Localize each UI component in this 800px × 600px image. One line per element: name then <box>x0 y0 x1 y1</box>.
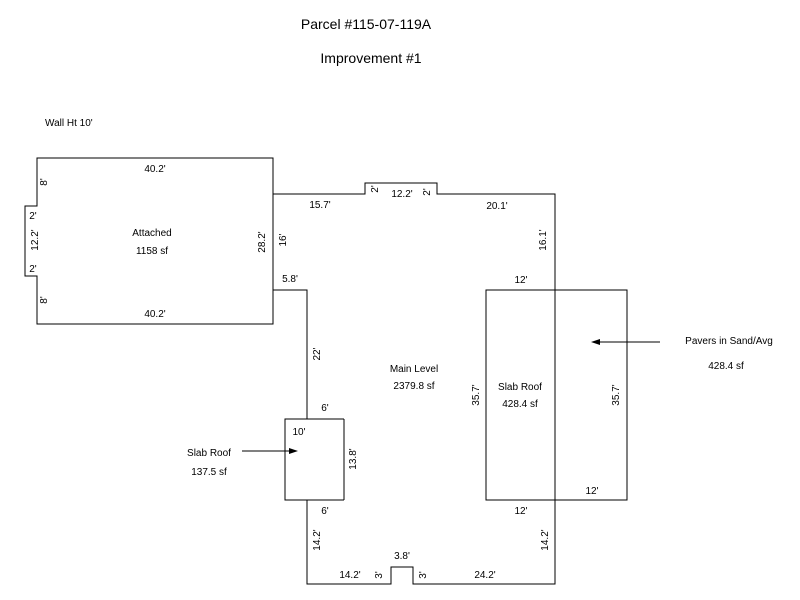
dim-large-slab-top: 12' <box>514 275 527 286</box>
page-subtitle: Improvement #1 <box>320 50 421 66</box>
dim-main-left-upper: 16' <box>278 233 289 246</box>
dim-small-slab-bottom: 6' <box>321 506 329 517</box>
dim-small-slab-side: 13.8' <box>348 448 359 469</box>
dim-main-right-upper: 16.1' <box>538 229 549 250</box>
pavers-pointer-arrow <box>591 339 660 345</box>
pavers-name: Pavers in Sand/Avg <box>685 336 773 347</box>
dim-main-bottom-notch-width: 3.8' <box>394 551 410 562</box>
dim-main-notch: 5.8' <box>282 274 298 285</box>
dim-main-left-mid: 22' <box>312 347 323 360</box>
main-level-name: Main Level <box>390 364 438 375</box>
large-slab-roof-outline <box>485 289 556 501</box>
attached-area: 1158 sf <box>136 246 168 257</box>
dim-main-bottom-notch-left: 3' <box>374 571 385 579</box>
small-slab-roof-name: Slab Roof <box>187 448 231 459</box>
dim-main-top-right: 20.1' <box>486 201 507 212</box>
small-slab-pointer-arrow <box>242 448 298 454</box>
dim-small-slab-inner: 10' <box>292 427 305 438</box>
dim-small-slab-top: 6' <box>321 403 329 414</box>
dim-main-left-lower: 14.2' <box>312 529 323 550</box>
pavers-area: 428.4 sf <box>708 361 744 372</box>
dim-main-bump-right: 2' <box>422 188 433 196</box>
dim-main-bump-left: 2' <box>370 185 381 193</box>
large-slab-roof-name: Slab Roof <box>498 382 542 393</box>
dim-large-slab-bottom: 12' <box>514 506 527 517</box>
main-level-area: 2379.8 sf <box>393 381 434 392</box>
dim-large-slab-left: 35.7' <box>471 384 482 405</box>
large-slab-roof-area: 428.4 sf <box>502 399 538 410</box>
dim-main-top-left: 15.7' <box>309 200 330 211</box>
dim-main-bottom-notch-right: 3' <box>418 571 429 579</box>
dim-attached-left-mid: 12.2' <box>30 229 41 250</box>
dim-main-right-lower: 14.2' <box>540 529 551 550</box>
page-title: Parcel #115-07-119A <box>301 16 432 32</box>
dim-attached-top: 40.2' <box>144 164 165 175</box>
small-slab-roof-area: 137.5 sf <box>191 467 227 478</box>
dim-main-bottom-left: 14.2' <box>339 570 360 581</box>
wall-height-label: Wall Ht 10' <box>45 118 93 129</box>
dim-attached-left-bottom: 8' <box>39 296 50 304</box>
pavers-outline <box>555 289 628 501</box>
dim-main-bottom-right: 24.2' <box>474 570 495 581</box>
attached-area-outline <box>24 157 274 325</box>
dim-attached-right: 28.2' <box>257 231 268 252</box>
dim-attached-left-top: 8' <box>39 178 50 186</box>
dim-attached-bottom: 40.2' <box>144 309 165 320</box>
attached-name: Attached <box>132 228 171 239</box>
dim-attached-jog-top: 2' <box>29 211 37 222</box>
dim-pavers-bottom: 12' <box>585 486 598 497</box>
dim-pavers-right: 35.7' <box>611 384 622 405</box>
main-level-outline <box>273 182 556 585</box>
dim-main-bump-width: 12.2' <box>391 189 412 200</box>
dim-attached-jog-bottom: 2' <box>29 264 37 275</box>
